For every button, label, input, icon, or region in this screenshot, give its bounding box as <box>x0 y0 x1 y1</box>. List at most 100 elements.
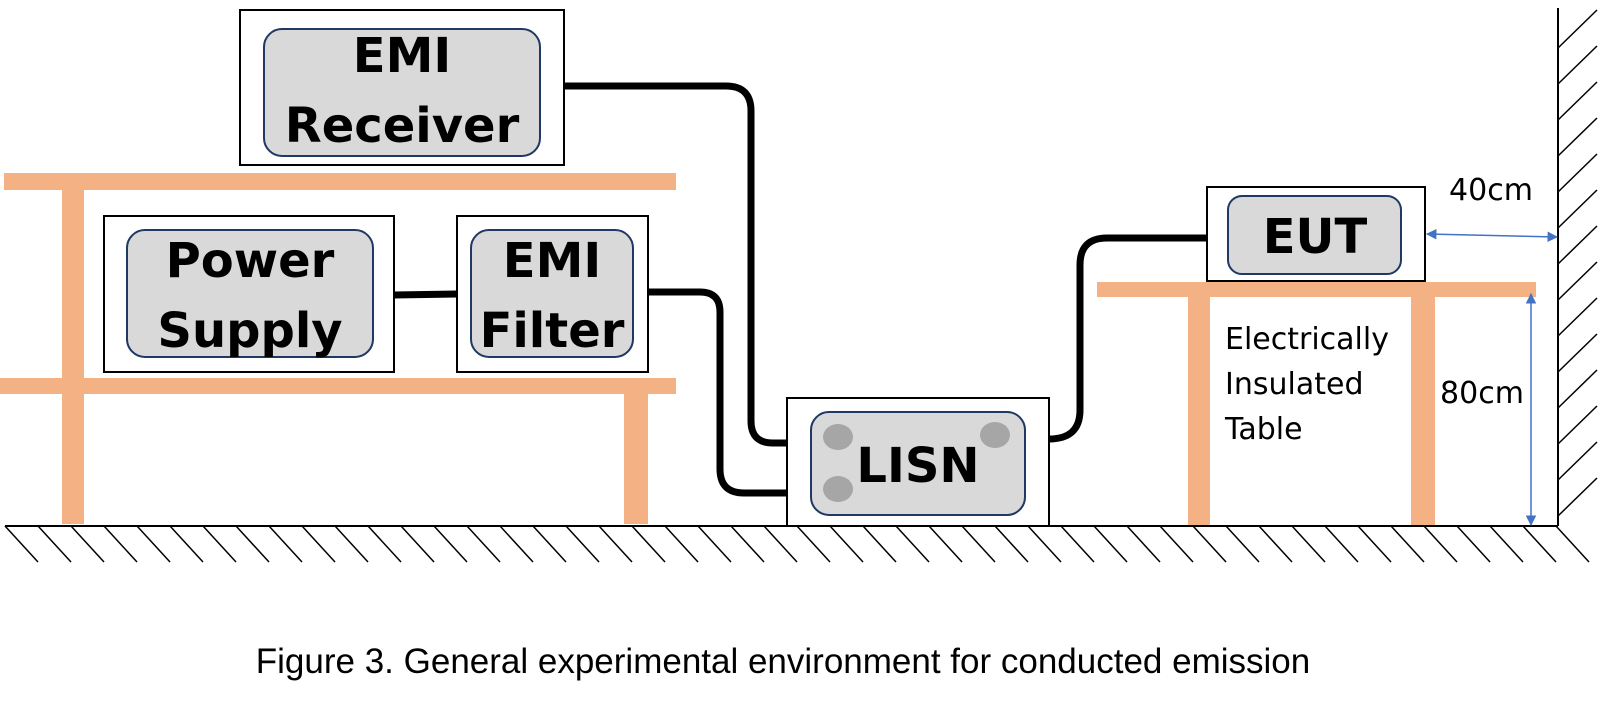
ground-hatch-stroke <box>1225 525 1260 563</box>
ground-hatch-stroke <box>763 525 798 563</box>
wall-hatch-stroke <box>1557 153 1598 193</box>
cables <box>393 82 1207 497</box>
ground-hatch-stroke <box>1159 525 1194 563</box>
ground-hatch-stroke <box>1357 525 1392 563</box>
ground-hatch-stroke <box>169 525 204 563</box>
ground-hatch-stroke <box>697 525 732 563</box>
ground-hatch-stroke <box>994 525 1029 563</box>
ground-hatch-stroke <box>367 525 402 563</box>
wall-hatch-stroke <box>1557 369 1598 409</box>
ground-hatch-stroke <box>235 525 270 563</box>
ground-hatch-stroke <box>466 525 501 563</box>
wall-hatch-stroke <box>1557 189 1598 229</box>
ground-hatch-stroke <box>1555 525 1590 563</box>
emi-filter-panel <box>470 229 634 358</box>
ground-hatch-stroke <box>1126 525 1161 563</box>
receiver-to-lisn-cable <box>565 82 787 447</box>
emi-filter: EMI Filter <box>456 215 649 373</box>
ground-hatch-stroke <box>4 525 39 563</box>
ground-hatch-stroke <box>70 525 105 563</box>
ground-hatch-stroke <box>433 525 468 563</box>
ground-hatch-stroke <box>334 525 369 563</box>
lower-shelf-leg-right <box>624 394 648 524</box>
ground-hatch <box>4 525 1590 563</box>
ground-hatch-stroke <box>1192 525 1227 563</box>
ground-hatch-stroke <box>961 525 996 563</box>
ground-hatch-stroke <box>565 525 600 563</box>
lisn-terminal-top-right <box>980 422 1010 448</box>
lisn-panel <box>810 411 1026 516</box>
wall-distance-arrow <box>1425 228 1559 243</box>
wall-hatch-stroke <box>1557 45 1598 85</box>
ground-hatch-stroke <box>730 525 765 563</box>
lisn-label: LISN <box>856 438 979 494</box>
lisn-to-eut-cable <box>1048 234 1207 443</box>
ground-hatch-stroke <box>796 525 831 563</box>
ground-hatch-stroke <box>499 525 534 563</box>
left-shelf <box>0 173 676 524</box>
wall-hatch-stroke <box>1557 333 1598 373</box>
ground-hatch-stroke <box>862 525 897 563</box>
ground-hatch-stroke <box>1027 525 1062 563</box>
ground-hatch-stroke <box>1522 525 1557 563</box>
ground-hatch-stroke <box>598 525 633 563</box>
supply-to-filter-cable <box>393 290 458 299</box>
ground-hatch-stroke <box>532 525 567 563</box>
ground-hatch-stroke <box>829 525 864 563</box>
table-height-label: 80cm <box>1440 376 1524 411</box>
ground-hatch-stroke <box>268 525 303 563</box>
ground-hatch-stroke <box>1489 525 1524 563</box>
upper-shelf-board <box>4 173 676 190</box>
lower-shelf-board <box>0 378 676 394</box>
ground-hatch-stroke <box>1456 525 1491 563</box>
table-top <box>1097 282 1536 297</box>
wall-hatch-stroke <box>1557 441 1598 481</box>
table-leg-left <box>1188 297 1210 525</box>
ground-hatch-stroke <box>202 525 237 563</box>
ground-hatch-stroke <box>400 525 435 563</box>
wall-hatch <box>1557 9 1598 517</box>
wall <box>1557 8 1598 526</box>
figure-caption: Figure 3. General experimental environme… <box>256 642 1310 681</box>
ground-hatch-stroke <box>103 525 138 563</box>
emi-filter-label-line1: EMI <box>503 233 601 289</box>
wall-hatch-stroke <box>1557 117 1598 157</box>
lisn-terminal-bottom-left <box>823 476 853 502</box>
ground-hatch-stroke <box>1060 525 1095 563</box>
ground-hatch-stroke <box>1258 525 1293 563</box>
wall-hatch-stroke <box>1557 81 1598 121</box>
ground-hatch-stroke <box>37 525 72 563</box>
table-label-line1: Electrically <box>1225 322 1389 357</box>
emi-receiver-label-line2: Receiver <box>285 98 520 154</box>
power-supply-label-line1: Power <box>166 233 335 289</box>
ground-hatch-stroke <box>928 525 963 563</box>
wall-hatch-stroke <box>1557 9 1598 49</box>
eut-panel <box>1227 195 1402 275</box>
ground-hatch-stroke <box>895 525 930 563</box>
dimension-annotations: 40cm 80cm <box>1425 173 1559 527</box>
lower-shelf-leg-left <box>62 394 84 524</box>
wall-hatch-stroke <box>1557 405 1598 445</box>
insulated-table <box>1097 282 1536 525</box>
power-supply-label-line2: Supply <box>157 303 342 359</box>
wall-distance-label: 40cm <box>1449 173 1533 208</box>
table-label: Electrically Insulated Table <box>1224 322 1389 447</box>
ground-hatch-stroke <box>136 525 171 563</box>
ground-hatch-stroke <box>1390 525 1425 563</box>
wall-hatch-stroke <box>1557 261 1598 301</box>
wall-hatch-stroke <box>1557 297 1598 337</box>
ground-hatch-stroke <box>664 525 699 563</box>
eut-label: EUT <box>1263 209 1368 265</box>
table-leg-right <box>1411 297 1435 525</box>
power-supply: Power Supply <box>103 215 395 373</box>
wall-hatch-stroke <box>1557 477 1598 517</box>
emi-receiver: EMI Receiver <box>239 9 565 166</box>
filter-to-lisn-cable <box>649 288 787 497</box>
ground-hatch-stroke <box>1324 525 1359 563</box>
ground-hatch-stroke <box>1423 525 1458 563</box>
emi-receiver-panel <box>263 28 541 157</box>
upper-shelf-leg <box>62 190 84 378</box>
emi-receiver-label-line1: EMI <box>353 28 451 84</box>
